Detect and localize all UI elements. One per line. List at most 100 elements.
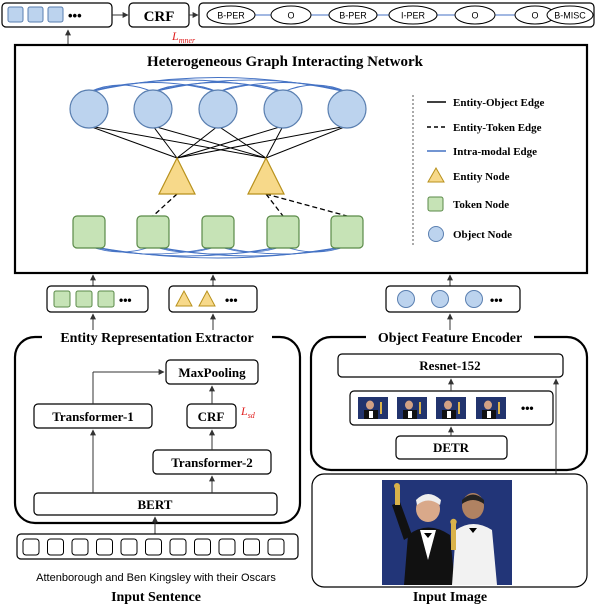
tag-node: [546, 5, 594, 25]
object-node: [327, 89, 367, 129]
input-token: [169, 538, 187, 556]
token-node: [72, 215, 106, 249]
input-token: [218, 538, 236, 556]
input-token: [47, 538, 64, 556]
hgin-title: Heterogeneous Graph Interacting Network: [147, 54, 424, 70]
entity-object-edge: [265, 125, 348, 159]
input-token: [71, 538, 89, 556]
ofe-title: Object Feature Encoder: [378, 331, 522, 346]
tag-node: [206, 5, 256, 25]
tag-node: [454, 5, 496, 25]
entity-node: [158, 156, 196, 195]
token-feature-square: [75, 290, 93, 308]
entity-node-legend-icon: [427, 166, 445, 183]
input-token: [243, 538, 260, 556]
crf-sd-label: CRF: [198, 409, 225, 424]
object-feature-circle: [397, 290, 415, 308]
entity-object-edge: [217, 125, 267, 159]
token-node: [136, 215, 170, 249]
entity-feature-triangle: [198, 289, 216, 307]
entity-object-edge: [176, 125, 219, 159]
top-token-square: [47, 6, 64, 23]
tag-node: [270, 5, 312, 25]
entity-feature-ellipsis: •••: [225, 293, 238, 307]
object-node-legend-icon: [428, 226, 444, 242]
token-node-legend-icon: [427, 196, 444, 212]
top-token-square: [27, 6, 44, 23]
tag-label: O: [287, 11, 294, 21]
intra-modal-edge: [152, 245, 348, 257]
object-node: [198, 89, 238, 129]
bert-box: [33, 492, 278, 516]
entity-token-edge: [265, 193, 348, 217]
resnet-box: [337, 353, 564, 378]
object-feature-ellipsis: •••: [490, 293, 503, 307]
object-node: [263, 89, 303, 129]
top-ellipsis: •••: [68, 8, 82, 23]
tag-label: B-PER: [217, 11, 245, 21]
intra-modal-edge: [217, 245, 348, 255]
legend-token-node: Token Node: [453, 199, 509, 211]
token-node: [201, 215, 235, 249]
input-token: [267, 538, 285, 556]
input-token: [120, 538, 138, 556]
input-image-photo: [382, 480, 512, 585]
resnet-label: Resnet-152: [419, 358, 480, 373]
tag-label: O: [531, 11, 538, 21]
input-token: [22, 538, 40, 556]
entity-object-edge: [152, 125, 178, 159]
object-feature-circle: [465, 290, 483, 308]
legend-entity-token-edge: Entity-Token Edge: [453, 122, 542, 134]
detr-label: DETR: [433, 440, 470, 455]
legend: Entity-Object Edge Entity-Token Edge Int…: [427, 97, 544, 242]
transformer1-label: Transformer-1: [52, 409, 134, 424]
token-feature-square: [97, 290, 115, 308]
intra-modal-edge: [217, 82, 348, 93]
transformer2-label: Transformer-2: [171, 455, 253, 470]
object-crops-ellipsis: •••: [521, 401, 534, 415]
crf-output-label: CRF: [144, 9, 175, 25]
entity-object-edge: [265, 125, 284, 159]
token-node: [266, 215, 300, 249]
sd-loss-label: Lsd: [240, 404, 256, 420]
object-feature-row: [385, 285, 521, 313]
legend-entity-node: Entity Node: [453, 171, 510, 183]
legend-object-node: Object Node: [453, 229, 512, 241]
entity-token-edge: [265, 193, 284, 217]
entity-object-edge: [152, 125, 267, 159]
intra-modal-edge: [282, 84, 348, 93]
tag-node: [328, 5, 378, 25]
ere-title: Entity Representation Extractor: [60, 331, 253, 346]
input-sentence-label: Input Sentence: [111, 590, 201, 605]
legend-intra-modal-edge: Intra-modal Edge: [453, 146, 537, 158]
tag-node: [388, 5, 438, 25]
object-feature-encoder: Object Feature Encoder Resnet-152 ••• DE…: [309, 330, 589, 484]
input-sentence-text: Attenborough and Ben Kingsley with their…: [36, 572, 276, 584]
object-node: [69, 89, 109, 129]
input-token: [194, 538, 211, 556]
tag-label: I-PER: [401, 11, 426, 21]
intra-modal-edge: [152, 79, 348, 93]
legend-entity-object-edge: Entity-Object Edge: [453, 97, 544, 109]
tag-label: B-PER: [339, 11, 367, 21]
hgin-panel: Heterogeneous Graph Interacting Network …: [13, 43, 589, 275]
token-feature-ellipsis: •••: [119, 293, 132, 307]
entity-feature-triangle: [175, 289, 193, 307]
top-token-square: [7, 6, 24, 23]
maxpooling-label: MaxPooling: [178, 365, 246, 380]
heterogeneous-graph: [69, 77, 367, 259]
mner-loss-label: Lmner: [171, 29, 196, 45]
entity-representation-extractor: Entity Representation Extractor BERT Tra…: [13, 330, 302, 525]
input-image-label: Input Image: [413, 590, 487, 605]
maxpooling-box: [165, 359, 259, 385]
token-node: [330, 215, 364, 249]
input-token: [96, 538, 113, 556]
input-token: [145, 538, 162, 556]
entity-object-edge: [176, 125, 284, 159]
entity-node: [247, 156, 285, 195]
tag-label: B-MISC: [554, 11, 586, 21]
token-feature-square: [53, 290, 71, 308]
object-node: [133, 89, 173, 129]
